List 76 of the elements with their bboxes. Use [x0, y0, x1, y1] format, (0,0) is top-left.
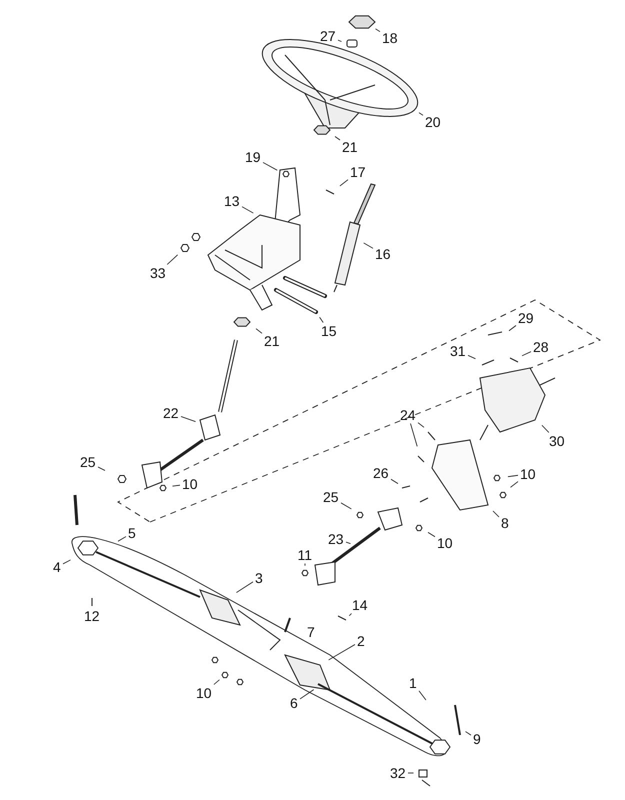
callout-number: 11 — [296, 548, 314, 562]
leader-line — [522, 351, 532, 356]
callout-number: 5 — [127, 526, 137, 540]
leader-line — [166, 254, 178, 265]
callout-number: 10 — [195, 686, 213, 700]
leader-line — [180, 416, 196, 422]
leader-line — [468, 355, 476, 360]
leader-line — [418, 112, 424, 116]
callout-number: 28 — [532, 340, 550, 354]
callout-number: 27 — [319, 28, 337, 44]
leader-line — [340, 502, 352, 510]
leader-line — [338, 40, 342, 42]
leader-line — [300, 689, 314, 700]
leader-line — [375, 28, 380, 32]
leader-line — [428, 532, 436, 538]
callout-number: 21 — [341, 140, 359, 154]
callout-number: 26 — [372, 466, 390, 480]
callout-number: 4 — [52, 560, 62, 574]
callout-number: 19 — [244, 150, 262, 164]
leader-line — [334, 136, 340, 140]
leader-line — [418, 690, 426, 700]
callout-number: 10 — [181, 476, 199, 492]
callout-number: 10 — [436, 536, 454, 550]
callout-number: 30 — [548, 434, 566, 448]
leader-line — [408, 772, 414, 774]
leader-line — [510, 481, 518, 488]
leader-line — [262, 162, 278, 171]
leader-line — [319, 316, 324, 323]
callout-number: 32 — [389, 766, 407, 780]
callout-number: 1 — [408, 676, 418, 690]
leader-line — [508, 325, 516, 332]
callout-number: 16 — [374, 246, 392, 262]
callout-number: 7 — [306, 624, 316, 640]
leader-line — [242, 206, 254, 214]
leader-line — [465, 731, 472, 736]
callout-number: 9 — [472, 732, 482, 746]
leader-line — [340, 179, 348, 186]
callout-number: 14 — [351, 598, 369, 612]
callout-number: 12 — [83, 608, 101, 624]
callout-number: 25 — [79, 454, 97, 470]
leader-line — [236, 581, 254, 593]
callout-number: 29 — [517, 310, 535, 326]
callout-number: 3 — [254, 570, 264, 586]
callout-number: 17 — [349, 164, 367, 180]
leader-line — [390, 478, 398, 484]
callout-number: 22 — [162, 406, 180, 420]
callout-number: 6 — [289, 696, 299, 710]
leader-line — [346, 542, 351, 544]
leader-line — [508, 474, 518, 478]
leader-line — [304, 563, 306, 566]
callout-number: 33 — [149, 266, 167, 280]
leader-line — [62, 560, 71, 564]
callout-number: 21 — [263, 334, 281, 348]
callout-number: 13 — [223, 194, 241, 208]
callout-number: 23 — [327, 532, 345, 546]
callout-number: 24 — [399, 408, 417, 422]
leader-line — [348, 613, 352, 616]
callout-number: 31 — [449, 344, 467, 358]
leader-line — [363, 242, 374, 249]
callout-number: 15 — [320, 324, 338, 338]
callout-number: 25 — [322, 490, 340, 504]
leader-line — [172, 484, 180, 486]
leader-line — [542, 424, 550, 433]
callout-number: 20 — [424, 114, 442, 130]
leader-line — [492, 510, 500, 518]
leader-line — [98, 466, 106, 471]
leader-line — [410, 423, 418, 447]
callout-number: 10 — [519, 466, 537, 482]
leader-line — [328, 644, 356, 660]
leader-line — [118, 536, 126, 542]
leader-line — [214, 679, 220, 685]
callout-number: 2 — [356, 634, 366, 648]
callout-number: 8 — [500, 516, 510, 530]
leader-line — [418, 422, 424, 428]
leader-line — [256, 328, 262, 334]
callout-number: 18 — [381, 30, 399, 46]
